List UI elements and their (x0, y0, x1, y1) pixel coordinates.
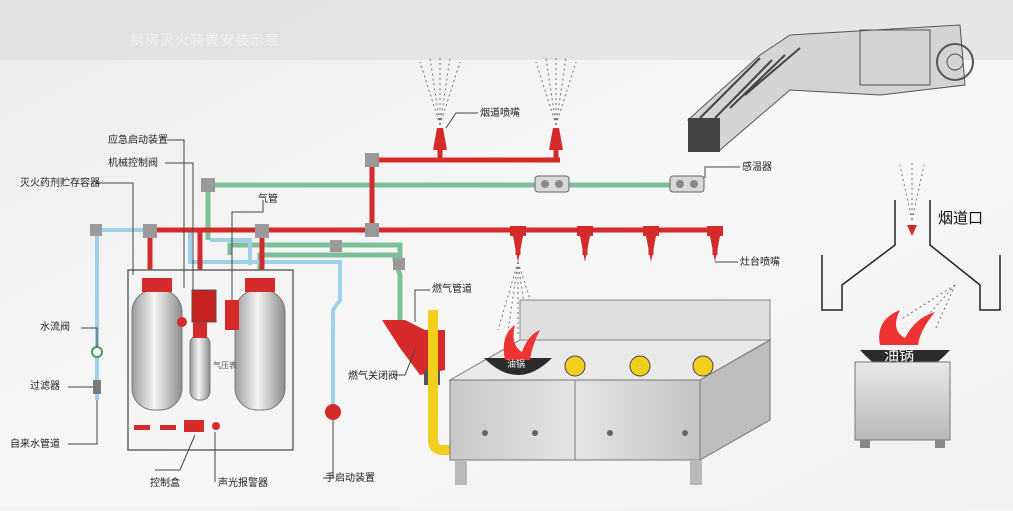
label-control-box: 控制盒 (150, 478, 180, 489)
label-pot-detail: 油锅 (884, 346, 915, 364)
label-fuel-gas-pipe: 燃气管道 (432, 284, 472, 295)
flue-detail (821, 160, 1001, 448)
stove-nozzles (510, 226, 723, 262)
label-pot-main: 油锅 (507, 360, 526, 370)
label-filter: 过滤器 (30, 381, 60, 392)
temperature-sensors (534, 175, 705, 193)
header-text: 厨房灭火装置安装示意 (130, 33, 280, 49)
stove-spray (497, 261, 541, 335)
flue-nozzles (419, 55, 577, 150)
main-wok (484, 325, 552, 375)
leader-lines (68, 112, 740, 482)
label-stove-nozzle: 灶台喷嘴 (740, 257, 780, 268)
label-manual-start: 手启动装置 (325, 473, 375, 484)
label-tap-water-pipe: 自来水管道 (10, 439, 60, 450)
label-water-valve: 水流阀 (40, 322, 70, 333)
label-gas-pipe: 气管 (258, 194, 278, 205)
extinguisher-cabinet (127, 269, 294, 451)
label-temp-sensor: 感温器 (742, 162, 772, 173)
manual-start-button (325, 404, 341, 420)
label-agent-storage: 灭火药剂贮存容器 (20, 178, 100, 189)
label-alarm: 声光报警器 (218, 478, 268, 489)
label-pressure-cylinder: 气压表 (213, 361, 237, 370)
water-flow-valve (91, 346, 103, 358)
label-gas-shutoff-valve: 燃气关闭阀 (348, 371, 398, 382)
pipe-fittings (90, 153, 405, 270)
label-flue-nozzle: 烟道喷嘴 (480, 108, 520, 119)
exhaust-duct (687, 24, 974, 152)
fuel-gas-pipe (428, 310, 455, 455)
filter (93, 380, 101, 394)
label-mechanical-valve: 机械控制阀 (108, 158, 158, 169)
label-flue-opening: 烟道口 (938, 209, 984, 227)
label-emergency-start: 应急启动装置 (108, 135, 168, 146)
